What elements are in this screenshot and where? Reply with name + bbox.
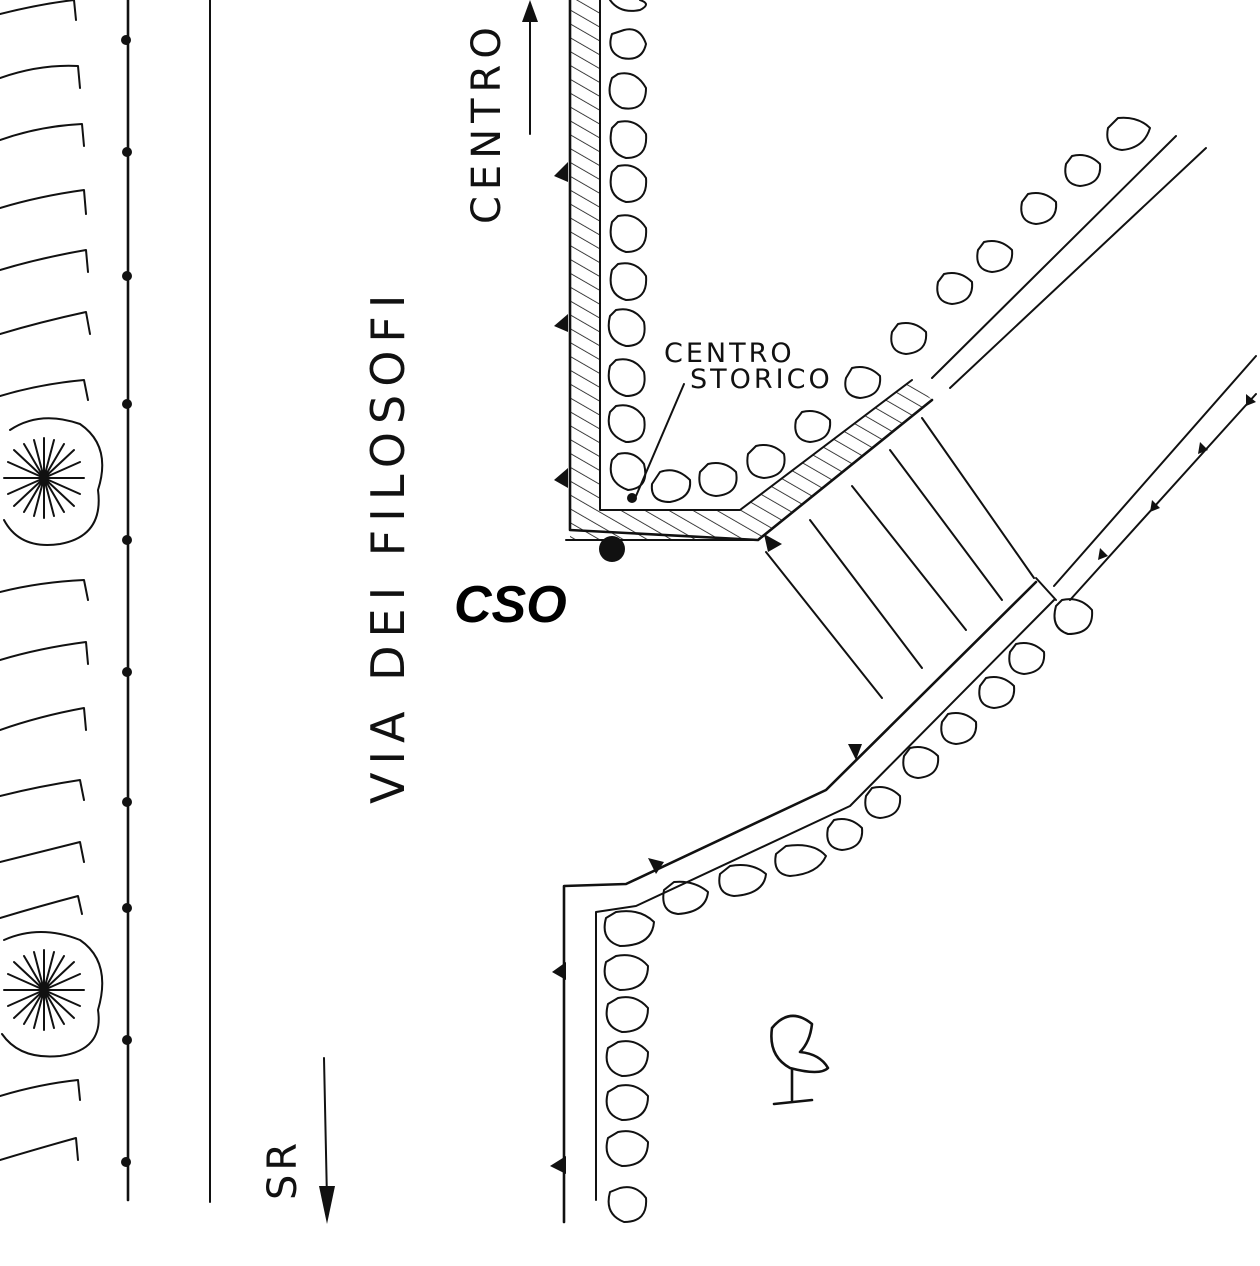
arrow-south — [319, 1057, 335, 1224]
palm-shrub-lower — [1, 931, 104, 1058]
stop-code-label: CSO — [454, 576, 567, 634]
historic-center-pointer — [627, 383, 685, 503]
lower-island — [562, 580, 1055, 1224]
diagonal-road-upper — [931, 135, 1257, 601]
curb-markers — [550, 162, 1256, 1174]
planting-edge-left — [0, 0, 91, 1161]
island-shrubs-lower — [603, 598, 1094, 1223]
tree-icon — [770, 1014, 830, 1106]
arrow-north — [522, 0, 538, 135]
palm-shrub-upper — [3, 417, 104, 546]
street-name-label: VIA DEI FILOSOFI — [361, 287, 415, 804]
historic-center-label-line2: STORICO — [690, 364, 833, 395]
direction-north-label: CENTRO — [464, 21, 510, 224]
island-shrubs-upper — [607, 0, 1151, 503]
stop-point-marker — [599, 536, 625, 562]
direction-south-label: SR — [260, 1139, 306, 1200]
upper-island — [565, 0, 934, 542]
pedestrian-crossing — [765, 417, 1057, 699]
fence-line — [121, 0, 132, 1202]
historic-center-label-line1: CENTRO — [664, 338, 795, 369]
